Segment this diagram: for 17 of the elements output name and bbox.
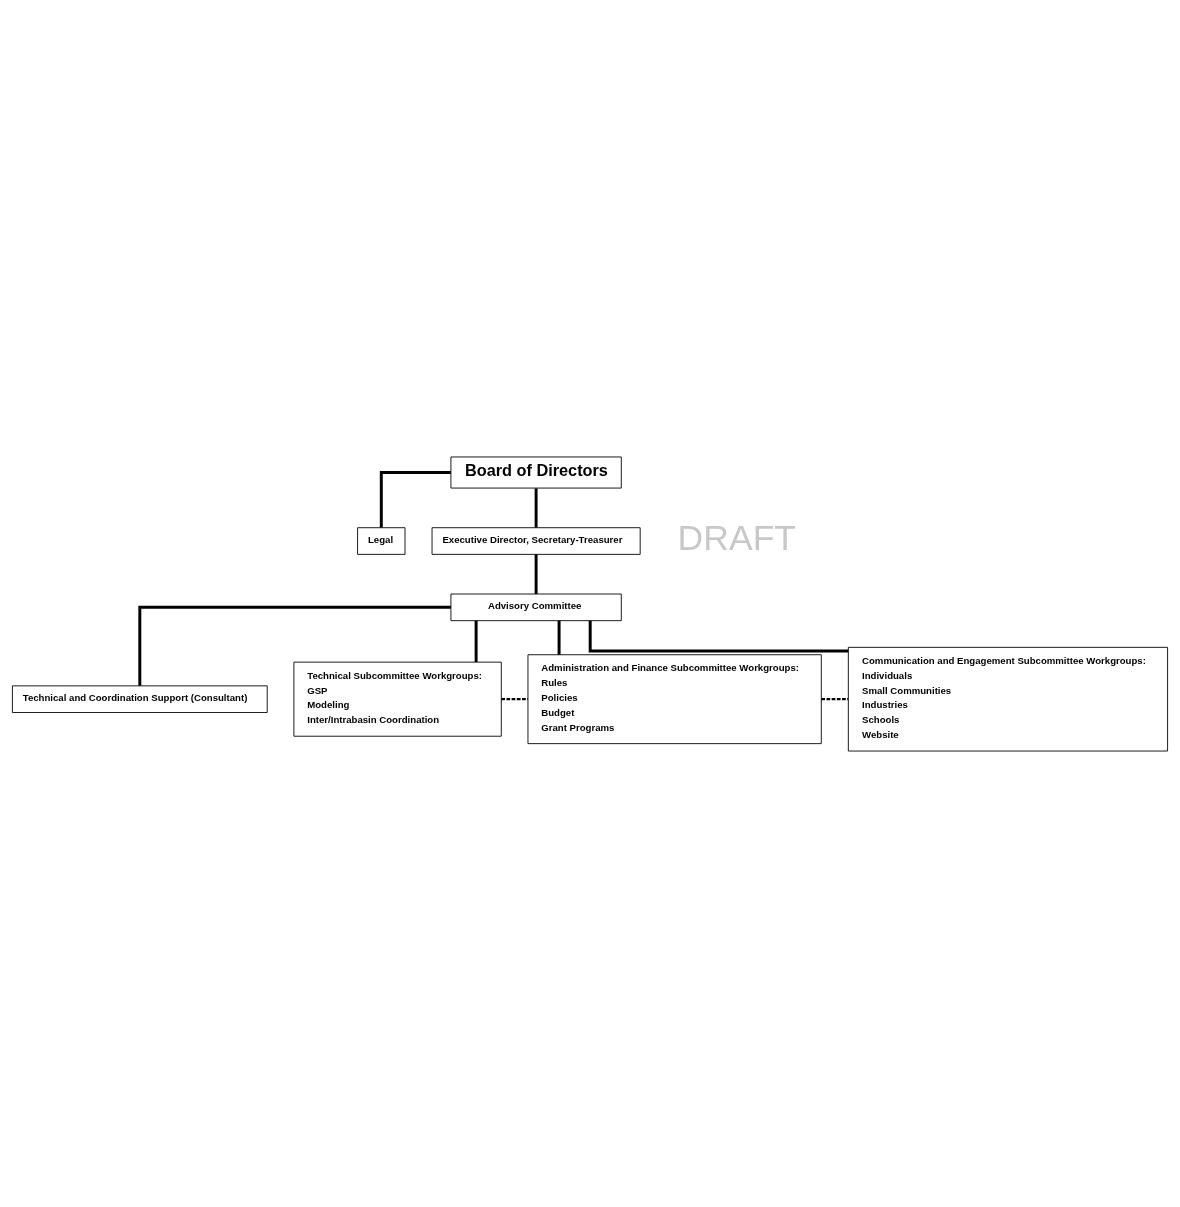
connector (557, 620, 561, 655)
connector (501, 697, 528, 700)
connector (474, 620, 478, 662)
connector (138, 605, 451, 686)
connector (534, 487, 538, 528)
node-box: Administration and Finance Subcommittee Workgroups: Rules Policies Budget Grant Programs (527, 653, 822, 744)
node-box: Executive Director, Secretary-Treasurer (431, 526, 641, 555)
connector (821, 697, 849, 700)
connector (588, 620, 849, 652)
node-box: Legal (357, 526, 406, 555)
node-box: Technical Subcommittee Workgroups: GSP Modeling Inter/Intrabasin Coordination (293, 661, 502, 737)
connector (534, 553, 538, 594)
node-box: Technical and Coordination Support (Consultant) (11, 684, 268, 713)
node-box: Advisory Committee (450, 593, 622, 621)
node-box: Board of Directors (450, 456, 622, 488)
node-box: Communication and Engagement Subcommittee Workgroups: Individuals Small Communities Industries Schools Website (847, 646, 1169, 751)
connector (379, 470, 451, 527)
